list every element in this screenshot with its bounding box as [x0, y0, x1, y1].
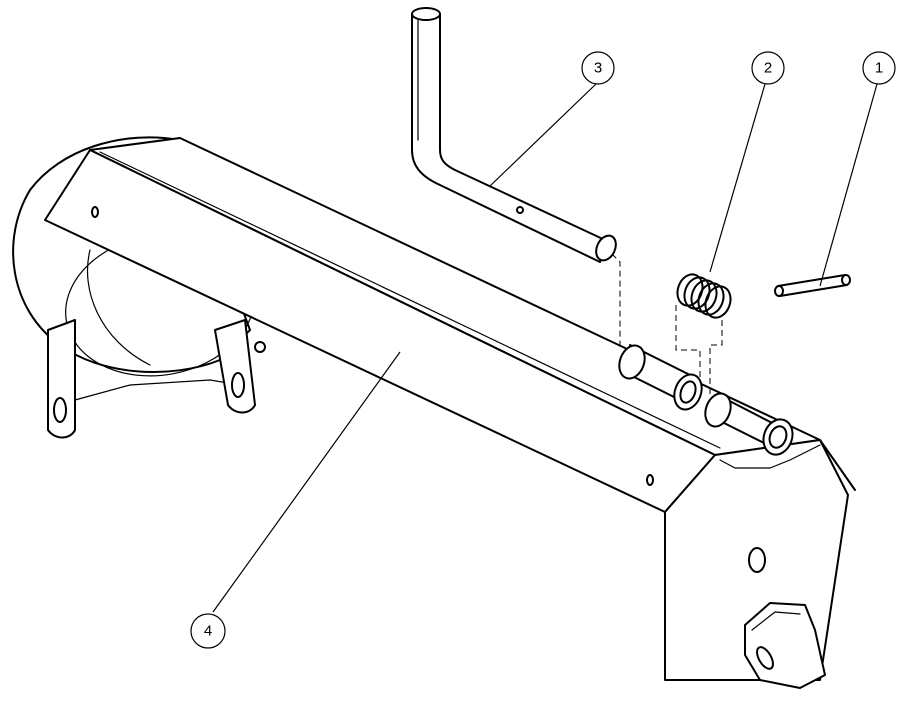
beam-edge-line [99, 151, 721, 449]
right-mount-ear [214, 319, 256, 414]
callout-1: 1 [862, 51, 896, 85]
latch-tab-inner [751, 611, 801, 631]
callout-2: 2 [751, 51, 785, 85]
callout-3-label: 3 [594, 60, 602, 77]
leader-3 [489, 83, 597, 187]
callout-4-label: 4 [204, 623, 212, 640]
part-1-roll-pin [774, 274, 851, 297]
part-3-l-pin [411, 7, 617, 263]
left-ear-hole [53, 397, 67, 423]
beam-hole-left [91, 206, 99, 218]
end-plate-edge [819, 439, 856, 491]
callout-1-label: 1 [875, 60, 883, 77]
callout-3: 3 [581, 51, 615, 85]
right-ear-hole [231, 372, 245, 398]
cylinder-inner-shade [86, 249, 151, 366]
callout-4: 4 [190, 613, 226, 649]
part-2-spring [676, 273, 732, 319]
callout-2-label: 2 [764, 60, 772, 77]
latch-tab-slot [756, 646, 774, 670]
end-plate-flange [719, 444, 821, 469]
beam-hole-right [646, 474, 654, 486]
left-mount-ear [47, 319, 76, 439]
sleeve-right [704, 392, 794, 456]
leader-4 [212, 351, 401, 613]
side-pin-stub [254, 341, 266, 353]
sleeve-left [618, 344, 703, 411]
part-4-bracket [12, 136, 856, 689]
assembly-lines [611, 253, 723, 395]
end-plate-hole [748, 547, 766, 573]
leader-1 [819, 83, 878, 287]
left-ear-gusset [74, 379, 241, 401]
leader-2 [709, 83, 766, 273]
leader-lines [212, 83, 878, 613]
